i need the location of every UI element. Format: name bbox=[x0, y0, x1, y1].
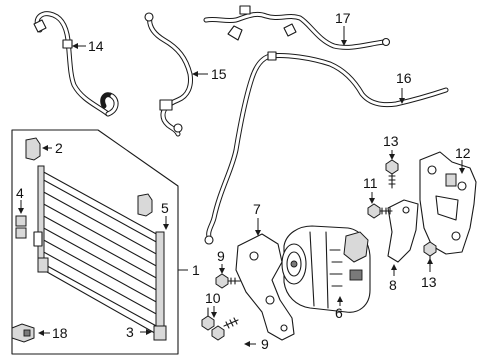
bolt-9-lower bbox=[211, 317, 239, 341]
callout-label-2: 2 bbox=[55, 140, 63, 156]
callout-4: 4 bbox=[16, 185, 24, 214]
bracket-5 bbox=[137, 193, 153, 217]
callout-2: 2 bbox=[42, 140, 63, 156]
callout-3: 3 bbox=[126, 324, 152, 340]
callout-label-6: 6 bbox=[335, 305, 343, 321]
bolt-11 bbox=[367, 203, 393, 219]
hose-assembly-14 bbox=[33, 11, 119, 117]
callout-10: 10 bbox=[205, 290, 221, 318]
callout-1: 1 bbox=[178, 262, 200, 278]
condenser-core bbox=[37, 165, 165, 337]
tube-assembly-16 bbox=[204, 51, 449, 245]
callout-14: 14 bbox=[72, 38, 104, 54]
callout-label-18: 18 bbox=[52, 325, 68, 341]
callout-label-13a: 13 bbox=[383, 133, 399, 149]
hose-assembly-15 bbox=[144, 12, 193, 137]
bracket-12 bbox=[419, 151, 477, 255]
callout-label-13b: 13 bbox=[421, 274, 437, 290]
drier-4 bbox=[15, 215, 49, 273]
callout-15: 15 bbox=[192, 66, 227, 82]
callout-8: 8 bbox=[389, 264, 397, 293]
bracket-2 bbox=[25, 137, 41, 161]
callout-label-3: 3 bbox=[126, 324, 134, 340]
callout-label-4: 4 bbox=[16, 185, 24, 201]
callout-13-lower: 13 bbox=[421, 258, 437, 290]
callout-13-upper: 13 bbox=[383, 133, 399, 160]
callout-label-14: 14 bbox=[88, 38, 104, 54]
callout-17: 17 bbox=[335, 10, 351, 46]
bolt-13-upper bbox=[385, 159, 399, 189]
callout-18: 18 bbox=[38, 325, 68, 341]
bolt-9-upper bbox=[215, 273, 241, 289]
callout-11: 11 bbox=[363, 175, 378, 204]
callout-9-upper: 9 bbox=[217, 248, 225, 274]
callout-label-9a: 9 bbox=[217, 248, 225, 264]
compressor-6 bbox=[281, 225, 371, 313]
callout-label-15: 15 bbox=[211, 66, 227, 82]
callout-label-12: 12 bbox=[455, 145, 471, 161]
callout-label-10: 10 bbox=[205, 290, 221, 306]
clip-18 bbox=[11, 323, 35, 343]
callout-label-8: 8 bbox=[389, 277, 397, 293]
callout-label-17: 17 bbox=[335, 10, 351, 26]
callout-6: 6 bbox=[335, 296, 343, 321]
callout-label-7: 7 bbox=[253, 201, 261, 217]
callout-label-16: 16 bbox=[396, 70, 412, 86]
callout-5: 5 bbox=[161, 200, 169, 230]
callout-label-5: 5 bbox=[161, 200, 169, 216]
hose-assembly-17 bbox=[203, 5, 391, 50]
callout-label-9b: 9 bbox=[261, 336, 269, 352]
callout-12: 12 bbox=[455, 145, 471, 174]
bolt-10 bbox=[201, 307, 215, 331]
bracket-7 bbox=[235, 233, 295, 341]
callout-label-1: 1 bbox=[192, 262, 200, 278]
bracket-3 bbox=[153, 325, 167, 341]
callout-7: 7 bbox=[253, 201, 261, 236]
callout-16: 16 bbox=[396, 70, 412, 104]
callout-label-11: 11 bbox=[363, 175, 378, 191]
callout-9-lower: 9 bbox=[244, 336, 269, 352]
shield-8 bbox=[387, 199, 419, 263]
